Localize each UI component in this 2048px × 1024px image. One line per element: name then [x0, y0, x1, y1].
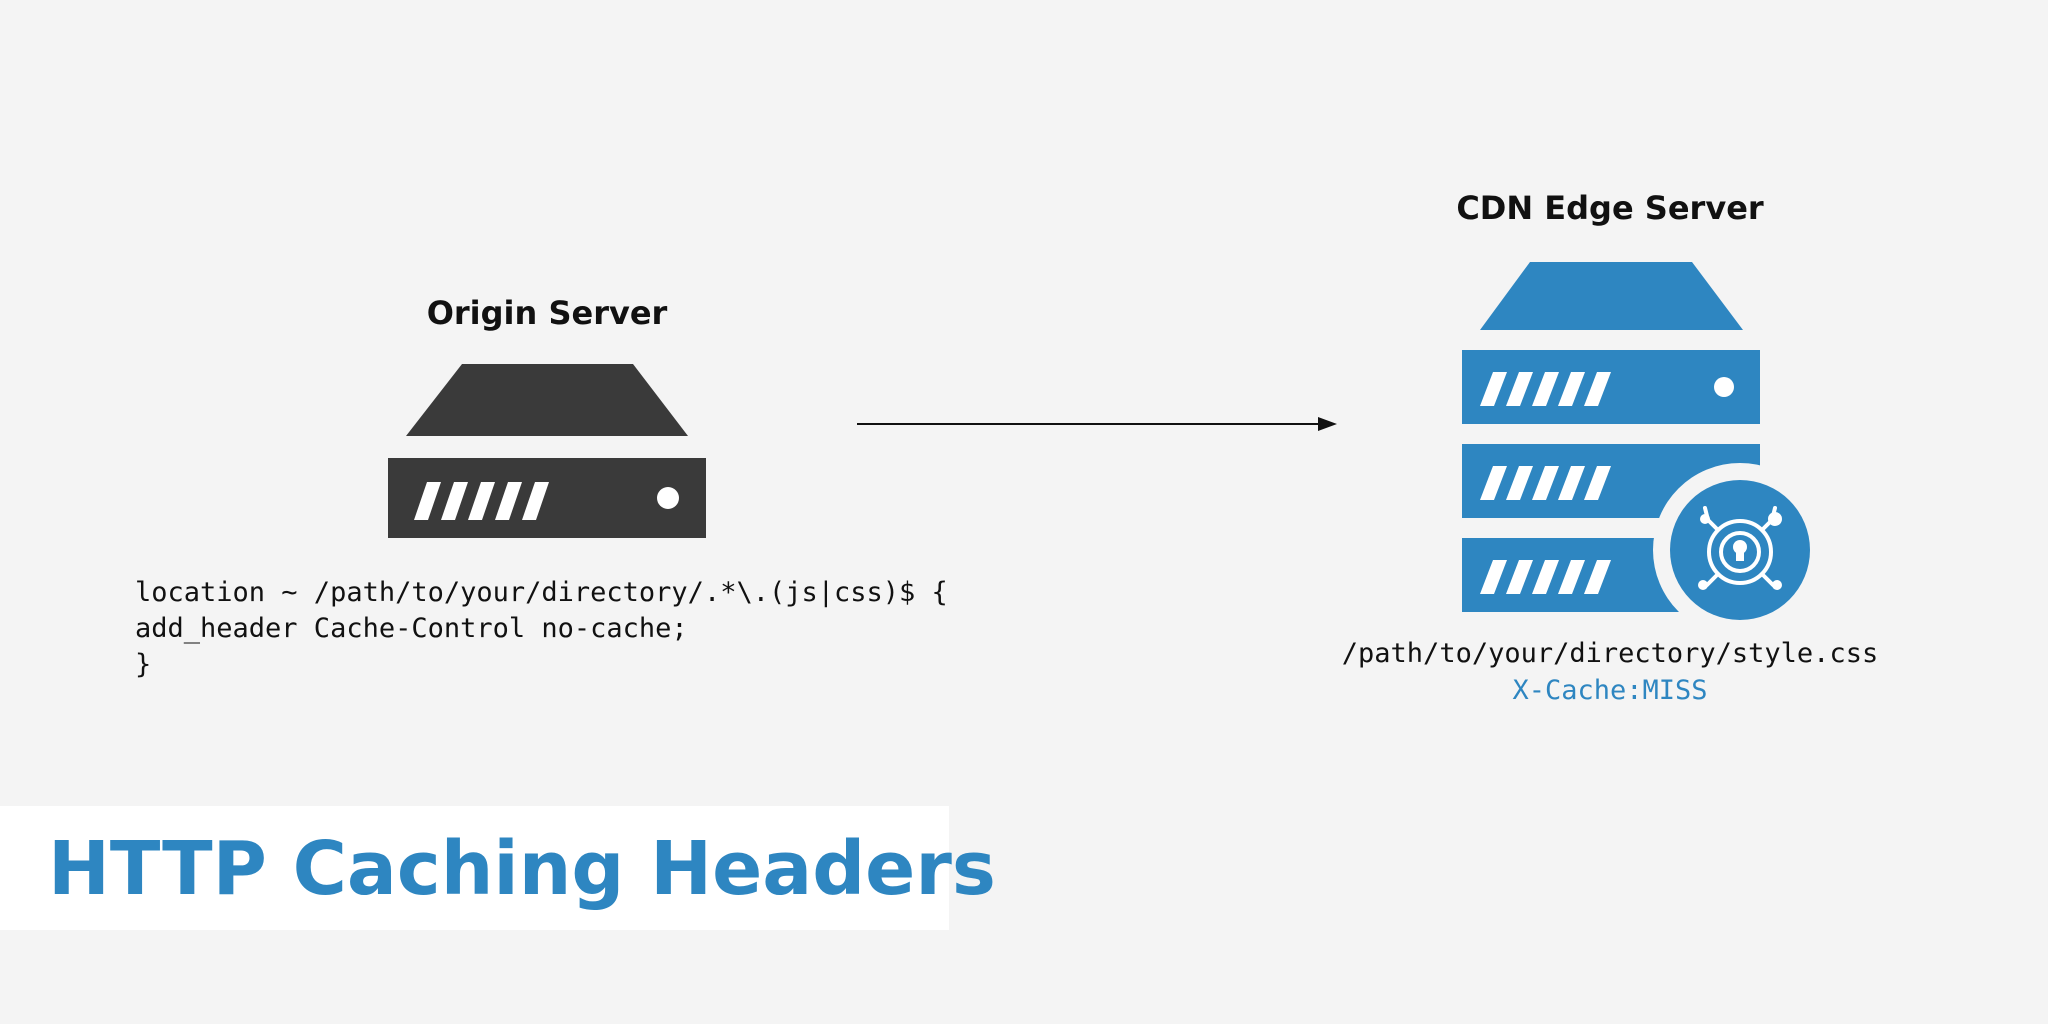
- file-path-label: /path/to/your/directory/style.css: [1341, 638, 1879, 669]
- code-line: add_header Cache-Control no-cache;: [135, 613, 688, 644]
- cdn-server-icon: [1462, 262, 1827, 637]
- cdn-edge-server-title: CDN Edge Server: [1456, 189, 1764, 227]
- nginx-config-code: location ~ /path/to/your/directory/.*\.(…: [135, 575, 948, 683]
- page-title: HTTP Caching Headers: [48, 826, 996, 912]
- origin-server-title: Origin Server: [426, 294, 668, 332]
- lock-network-icon: [1653, 463, 1827, 637]
- code-line: location ~ /path/to/your/directory/.*\.(…: [135, 577, 948, 608]
- cache-status-label: X-Cache:MISS: [1512, 675, 1708, 706]
- arrow-right-icon: [857, 417, 1337, 431]
- server-icon: [388, 364, 706, 538]
- code-line: }: [135, 649, 152, 680]
- title-banner: HTTP Caching Headers: [0, 806, 996, 930]
